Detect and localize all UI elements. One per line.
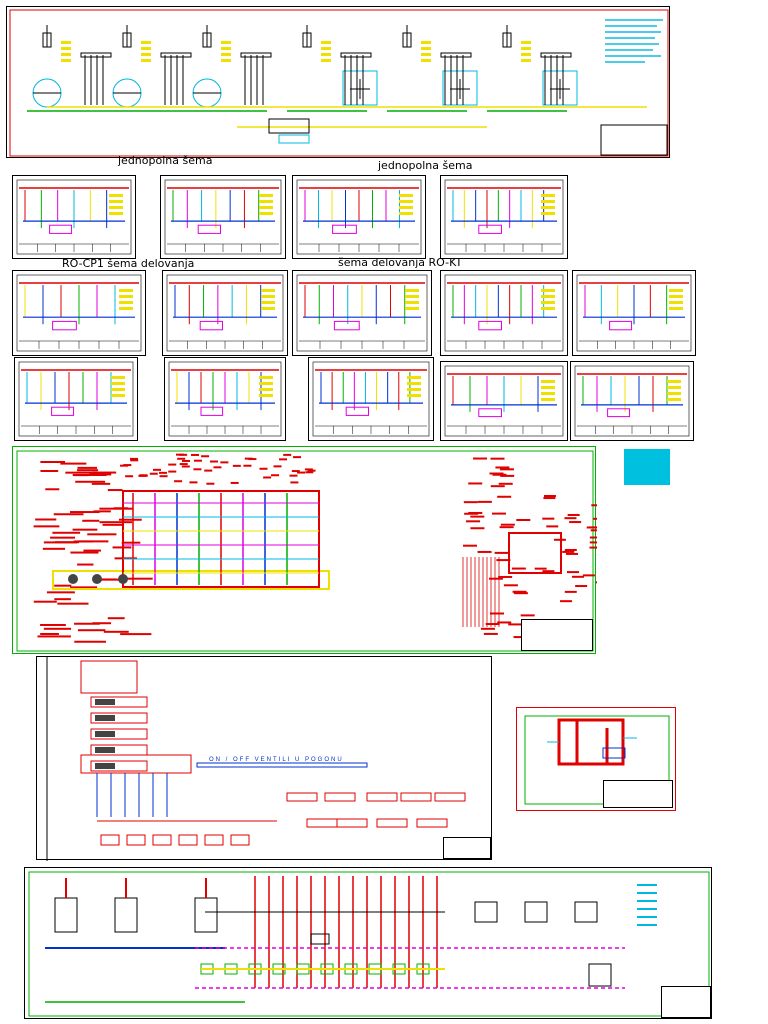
schematic-drawing [164,179,282,255]
single-line-drawing [9,9,669,157]
title-block [443,837,491,859]
title-block [661,986,711,1018]
schematic-drawing [166,274,284,352]
schematic-sheet-11 [164,357,286,441]
caption-ro-cp1: RO-CP1 šema delovanja [62,257,195,270]
schematic-sheet-4 [440,175,568,259]
schematic-sheet-7 [292,270,432,356]
schematic-drawing [16,179,132,255]
schematic-sheet-1 [12,175,136,259]
schematic-drawing [574,365,690,437]
schematic-drawing [18,361,134,437]
schematic-drawing [576,274,692,352]
schematic-sheet-3 [292,175,426,259]
small-layout-drawing [524,715,670,805]
sheet-plc-layout [12,446,597,654]
sheet-process-diagram [24,867,712,1019]
caption-ro-kt: šema delovanja RO-KT [338,256,463,269]
schematic-drawing [296,179,422,255]
caption-single-line-1: jednopolna šema [118,154,213,167]
title-block [603,780,673,808]
valve-control-drawing [46,657,466,861]
on-off-label: ON / OFF VENTILI U POGONU [209,757,344,763]
schematic-sheet-8 [440,270,568,356]
schematic-drawing [444,274,564,352]
sheet-small-layout [516,707,676,811]
caption-single-line-2: jednopolna šema [378,159,473,172]
schematic-sheet-2 [160,175,286,259]
sheet-valve-control: ON / OFF VENTILI U POGONU [36,656,492,861]
legend-table [624,449,670,485]
tank-group [27,25,578,112]
schematic-drawing [296,274,428,352]
schematic-sheet-10 [14,357,138,441]
schematic-sheet-14 [570,361,694,441]
process-drawing [28,871,710,1017]
schematic-sheet-6 [162,270,288,356]
title-block [521,619,593,651]
schematic-drawing [16,274,142,352]
schematic-sheet-12 [308,357,434,441]
schematic-sheet-5 [12,270,146,356]
schematic-drawing [444,179,564,255]
schematic-drawing [312,361,430,437]
plc-layout-drawing [16,450,597,652]
schematic-sheet-9 [572,270,696,356]
schematic-sheet-13 [440,361,568,441]
schematic-drawing [444,365,564,437]
sheet-top-single-line [6,6,670,158]
schematic-drawing [168,361,282,437]
